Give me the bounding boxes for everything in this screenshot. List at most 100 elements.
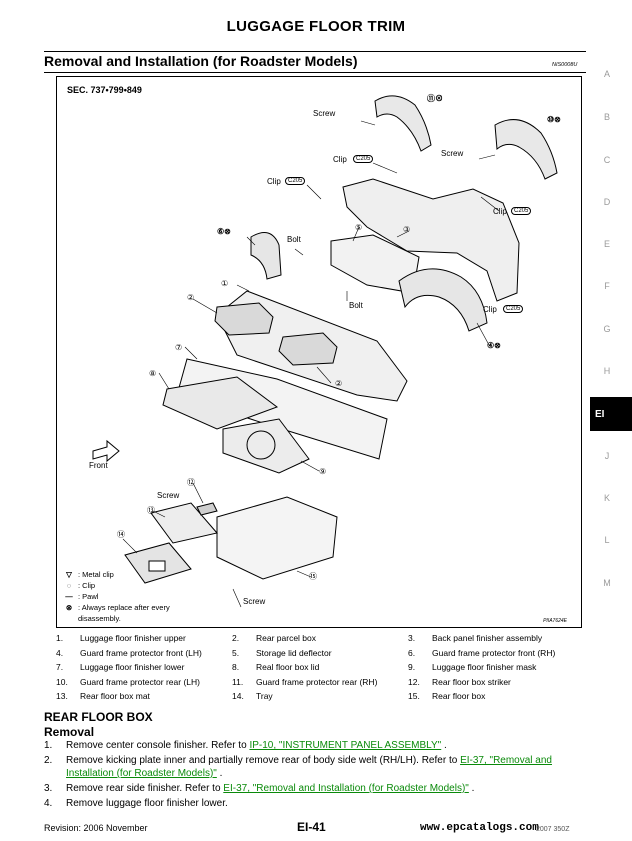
list-item: 1. Remove center console finisher. Refer… bbox=[44, 739, 589, 752]
callout-part-2: ② bbox=[187, 293, 195, 302]
side-tab-ei-active[interactable]: EI bbox=[590, 397, 632, 431]
procedure-steps: 1. Remove center console finisher. Refer… bbox=[44, 739, 589, 812]
watermark-text: www.epcatalogs.com bbox=[420, 822, 539, 834]
side-tab-j[interactable]: J bbox=[604, 451, 610, 461]
part-name: Guard frame protector front (RH) bbox=[432, 647, 556, 658]
part-name: Guard frame protector rear (LH) bbox=[80, 676, 200, 687]
part-number: 10. bbox=[56, 676, 68, 687]
part-name: Rear parcel box bbox=[256, 633, 317, 643]
part-number: 4. bbox=[56, 647, 64, 658]
exploded-view-drawing bbox=[92, 95, 558, 608]
legend-text: : Pawl bbox=[78, 592, 99, 601]
legend-row: — : Pawl bbox=[63, 591, 188, 602]
legend-text: : Clip bbox=[78, 581, 96, 590]
table-row: 13. Rear floor box mat 14. Tray 15. Rear… bbox=[56, 691, 586, 706]
part-number: 12. bbox=[408, 676, 420, 687]
part-number: 8. bbox=[232, 662, 240, 672]
part-number: 11. bbox=[232, 676, 244, 687]
page-title: LUGGAGE FLOOR TRIM bbox=[226, 18, 406, 35]
side-tab-e[interactable]: E bbox=[603, 239, 610, 249]
part-name: Tray bbox=[256, 691, 273, 701]
callout-clip-code-3: C205 bbox=[511, 207, 532, 215]
pawl-icon: — bbox=[65, 592, 73, 601]
metal-clip-icon: ▽ bbox=[66, 570, 72, 579]
part-number: 6. bbox=[408, 647, 416, 658]
table-row: 7. Luggage floor finisher lower 8. Real … bbox=[56, 662, 586, 677]
side-tab-a[interactable]: A bbox=[603, 69, 610, 79]
exploded-view-figure: SEC. 737•799•849 bbox=[56, 76, 582, 628]
side-tab-m[interactable]: M bbox=[603, 578, 611, 588]
callout-screw: Screw bbox=[313, 109, 336, 118]
callout-clip-code-1: C205 bbox=[353, 155, 374, 163]
part-number: 15. bbox=[408, 691, 420, 701]
part-name: Luggage floor finisher upper bbox=[80, 633, 186, 643]
callout-part-3: ③ bbox=[403, 225, 411, 234]
parts-table: 1. Luggage floor finisher upper 2. Rear … bbox=[56, 633, 586, 706]
table-row: 10. Guard frame protector rear (LH) 11. … bbox=[56, 677, 586, 692]
side-tab-d[interactable]: D bbox=[603, 197, 611, 207]
section-title: Removal and Installation (for Roadster M… bbox=[44, 53, 358, 69]
callout-part-1: ① bbox=[221, 279, 229, 288]
callout-screw-3: Screw bbox=[157, 491, 180, 500]
side-tab-c[interactable]: C bbox=[603, 155, 611, 165]
step-number: 4. bbox=[44, 798, 53, 809]
side-tab-h[interactable]: H bbox=[603, 366, 611, 376]
revision-text: Revision: 2006 November bbox=[44, 823, 148, 833]
section-rule-bottom bbox=[44, 72, 586, 73]
callout-part-9: ⑨ bbox=[319, 467, 327, 476]
part-name: Rear floor box bbox=[432, 691, 486, 701]
page-number: EI-41 bbox=[297, 820, 326, 834]
side-tab-k[interactable]: K bbox=[603, 493, 610, 503]
step-number: 3. bbox=[44, 783, 53, 794]
callout-part-6: ⑥⊗ bbox=[217, 227, 231, 236]
callout-part-10: ⑩⊗ bbox=[547, 115, 561, 124]
callout-screw-2: Screw bbox=[441, 149, 464, 158]
legend-row: ◌ : Clip bbox=[63, 580, 188, 591]
cross-reference-link[interactable]: IP-10, "INSTRUMENT PANEL ASSEMBLY" bbox=[249, 740, 442, 751]
subsection-heading: REAR FLOOR BOX bbox=[44, 710, 153, 724]
part-name: Storage lid deflector bbox=[256, 647, 332, 658]
part-name: Guard frame protector rear (RH) bbox=[256, 676, 378, 687]
callout-part-7: ⑦ bbox=[175, 343, 183, 352]
part-number: 1. bbox=[56, 633, 64, 643]
part-name: Luggage floor finisher lower bbox=[80, 662, 185, 672]
callout-screw-4: Screw bbox=[243, 597, 266, 606]
step-text: Remove rear side finisher. Refer to EI-3… bbox=[66, 783, 475, 794]
callout-clip-code-2: C205 bbox=[285, 177, 306, 185]
callout-part-2b: ② bbox=[335, 379, 343, 388]
list-item: 2. Remove kicking plate inner and partia… bbox=[44, 754, 589, 780]
figure-legend: ▽ : Metal clip ◌ : Clip — : Pawl ⊗ : Alw… bbox=[63, 569, 188, 624]
callout-part-4: ④⊗ bbox=[487, 341, 501, 350]
part-number: 9. bbox=[408, 662, 416, 672]
callout-part-12: ⑫ bbox=[187, 478, 195, 487]
callout-part-5: ⑤ bbox=[355, 223, 363, 232]
cross-reference-link[interactable]: EI-37, "Removal and Installation (for Ro… bbox=[66, 755, 552, 779]
callout-bolt-1: Bolt bbox=[287, 235, 301, 244]
callout-part-11: ⑪⊗ bbox=[427, 94, 443, 103]
callout-part-8: ⑧ bbox=[149, 369, 157, 378]
part-number: 5. bbox=[232, 647, 240, 658]
section-rule-top bbox=[44, 51, 586, 52]
legend-text: : Metal clip bbox=[78, 570, 114, 579]
part-number: 14. bbox=[232, 691, 244, 701]
part-number: 13. bbox=[56, 691, 68, 701]
part-name: Real floor box lid bbox=[256, 662, 320, 672]
table-row: 4. Guard frame protector front (LH) 5. S… bbox=[56, 648, 586, 663]
callout-clip-3: Clip bbox=[493, 207, 507, 216]
step-text: Remove luggage floor finisher lower. bbox=[66, 798, 228, 809]
side-tab-g[interactable]: G bbox=[603, 324, 611, 334]
step-text: Remove center console finisher. Refer to… bbox=[66, 740, 447, 751]
legend-row: ⊗ : Always replace after every disassemb… bbox=[63, 602, 188, 624]
callout-bolt-2: Bolt bbox=[349, 301, 363, 310]
legend-text: : Always replace after every disassembly… bbox=[78, 603, 170, 623]
figure-image-code: PIIA7624E bbox=[543, 618, 567, 624]
side-tab-l[interactable]: L bbox=[604, 535, 610, 545]
list-item: 3. Remove rear side finisher. Refer to E… bbox=[44, 782, 589, 795]
callout-clip-code-4: C205 bbox=[503, 305, 524, 313]
side-tab-b[interactable]: B bbox=[603, 112, 610, 122]
side-tab-f[interactable]: F bbox=[604, 281, 610, 291]
step-number: 1. bbox=[44, 740, 53, 751]
part-name: Luggage floor finisher mask bbox=[432, 662, 537, 672]
procedure-heading: Removal bbox=[44, 725, 95, 739]
cross-reference-link[interactable]: EI-37, "Removal and Installation (for Ro… bbox=[223, 783, 469, 794]
